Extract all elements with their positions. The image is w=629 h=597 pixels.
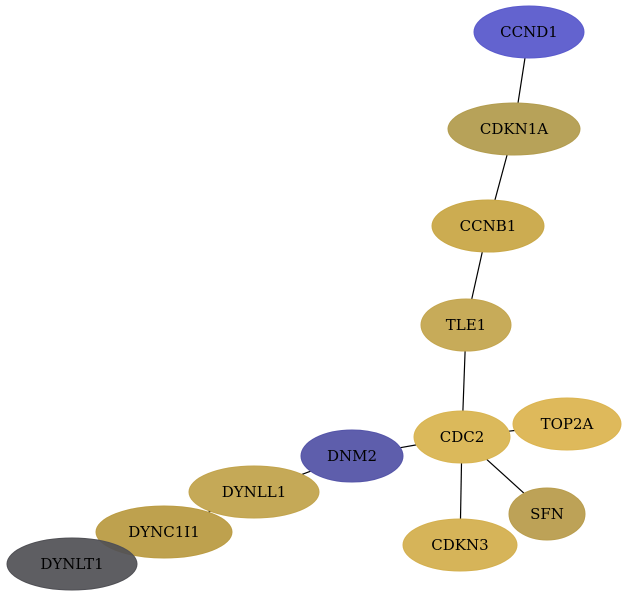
node-ellipse-dynll1	[188, 465, 320, 519]
node-ccnb1[interactable]: CCNB1	[431, 199, 545, 253]
node-label-cdkn1a: CDKN1A	[480, 120, 548, 138]
node-ellipse-ccnd1	[473, 5, 585, 59]
node-cdc2[interactable]: CDC2	[413, 410, 511, 464]
node-dync1i1[interactable]: DYNC1I1	[95, 505, 233, 559]
node-ellipse-dynlt1	[6, 537, 138, 591]
edge-ccnd1-cdkn1a	[517, 57, 526, 104]
edge-ccnb1-tle1	[471, 251, 483, 300]
node-label-ccnb1: CCNB1	[460, 217, 517, 235]
node-cdkn1a[interactable]: CDKN1A	[447, 102, 581, 156]
node-ellipse-cdkn1a	[447, 102, 581, 156]
edge-cdc2-dnm2	[400, 444, 417, 449]
node-label-ccnd1: CCND1	[500, 23, 558, 41]
node-label-dynll1: DYNLL1	[222, 483, 287, 501]
node-label-dnm2: DNM2	[327, 447, 377, 465]
edge-tle1-cdc2	[462, 350, 466, 412]
node-cdkn3[interactable]: CDKN3	[402, 518, 518, 572]
edge-cdkn1a-ccnb1	[494, 154, 508, 201]
node-dynll1[interactable]: DYNLL1	[188, 465, 320, 519]
node-label-top2a: TOP2A	[541, 415, 594, 433]
node-label-dynlt1: DYNLT1	[40, 555, 103, 573]
node-ellipse-tle1	[420, 298, 512, 352]
node-ellipse-dnm2	[300, 429, 404, 483]
node-ellipse-ccnb1	[431, 199, 545, 253]
edge-cdc2-sfn	[486, 458, 525, 494]
node-ellipse-dync1i1	[95, 505, 233, 559]
node-top2a[interactable]: TOP2A	[512, 397, 622, 451]
node-label-cdkn3: CDKN3	[431, 536, 488, 554]
edge-dnm2-dynll1	[301, 470, 311, 475]
node-label-dync1i1: DYNC1I1	[128, 523, 200, 541]
node-label-sfn: SFN	[530, 505, 564, 523]
node-ellipse-top2a	[512, 397, 622, 451]
node-label-cdc2: CDC2	[440, 428, 485, 446]
edge-cdc2-cdkn3	[459, 462, 463, 520]
node-label-tle1: TLE1	[446, 316, 486, 334]
node-ellipse-cdc2	[413, 410, 511, 464]
node-dynlt1[interactable]: DYNLT1	[6, 537, 138, 591]
node-ccnd1[interactable]: CCND1	[473, 5, 585, 59]
node-dnm2[interactable]: DNM2	[300, 429, 404, 483]
node-sfn[interactable]: SFN	[508, 487, 586, 541]
node-ellipse-cdkn3	[402, 518, 518, 572]
node-tle1[interactable]: TLE1	[420, 298, 512, 352]
node-ellipse-sfn	[508, 487, 586, 541]
edge-cdc2-top2a	[508, 429, 515, 432]
